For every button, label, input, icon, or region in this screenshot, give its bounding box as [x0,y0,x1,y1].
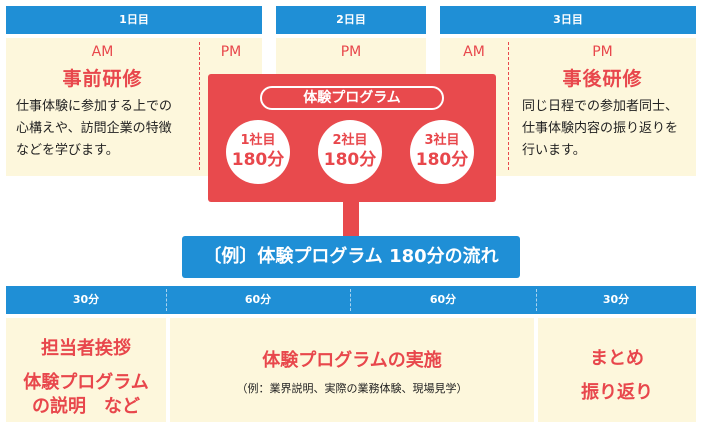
day3-divider [508,42,509,170]
day1-am-label: AM [91,44,114,60]
day3-title: 事後研修 [562,68,643,90]
day3-description: 同じ日程での参加者同士、 仕事体験内容の振り返りを 行います。 [522,96,696,162]
day3-pm-label: PM [592,44,613,60]
day1-title: 事前研修 [62,68,143,90]
program-connector [343,200,359,236]
flow-step2-note: （例：業界説明、実際の業務体験、現場見学） [236,382,468,395]
duration-header-row [6,286,696,314]
flow-step3-line2: 振り返り [581,382,653,403]
company-3-time: 180分 [415,150,469,170]
company-3-circle: 3社目 180分 [410,120,474,184]
day3-desc-line3: 行います。 [522,143,586,158]
company-2-name: 2社目 [332,133,368,148]
day1-divider [199,42,200,170]
day2-header: 2日目 [276,6,426,34]
program-title-pill: 体験プログラム [260,86,444,110]
flow-title-bar: 〔例〕体験プログラム 180分の流れ [182,236,520,278]
company-2-time: 180分 [323,150,377,170]
duration-3: 60分 [429,293,457,306]
day3-am-label: AM [463,44,485,60]
flow-step2-panel [170,318,534,422]
duration-divider-3 [536,289,537,311]
flow-step1-line1: 担当者挨拶 [41,338,131,359]
day2-pm-label: PM [340,44,362,60]
day1-description: 仕事体験に参加する上での 心構えや、訪問企業の特徴 などを学びます。 [16,96,198,162]
day3-header: 3日目 [440,6,696,34]
day3-desc-line1: 同じ日程での参加者同士、 [522,99,679,114]
duration-2: 60分 [244,293,272,306]
duration-divider-1 [166,289,167,311]
day1-desc-line1: 仕事体験に参加する上での [16,99,173,114]
flow-step2-title: 体験プログラムの実施 [262,350,442,371]
company-1-time: 180分 [231,150,285,170]
duration-4: 30分 [602,293,630,306]
company-2-circle: 2社目 180分 [318,120,382,184]
day1-desc-line2: 心構えや、訪問企業の特徴 [16,121,172,136]
flow-step3-panel [538,318,696,422]
company-3-name: 3社目 [424,133,460,148]
day3-desc-line2: 仕事体験内容の振り返りを [522,121,679,136]
flow-step1-panel [6,318,166,422]
company-1-name: 1社目 [240,133,276,148]
duration-1: 30分 [72,293,100,306]
flow-step1-line2: 体験プログラム [23,372,149,393]
day1-desc-line3: などを学びます。 [16,143,119,158]
flow-step1-line3: の説明 など [32,396,140,417]
company-1-circle: 1社目 180分 [226,120,290,184]
day1-header: 1日目 [6,6,262,34]
flow-step3-line1: まとめ [590,348,644,369]
day1-pm-label: PM [220,44,242,60]
duration-divider-2 [350,289,351,311]
